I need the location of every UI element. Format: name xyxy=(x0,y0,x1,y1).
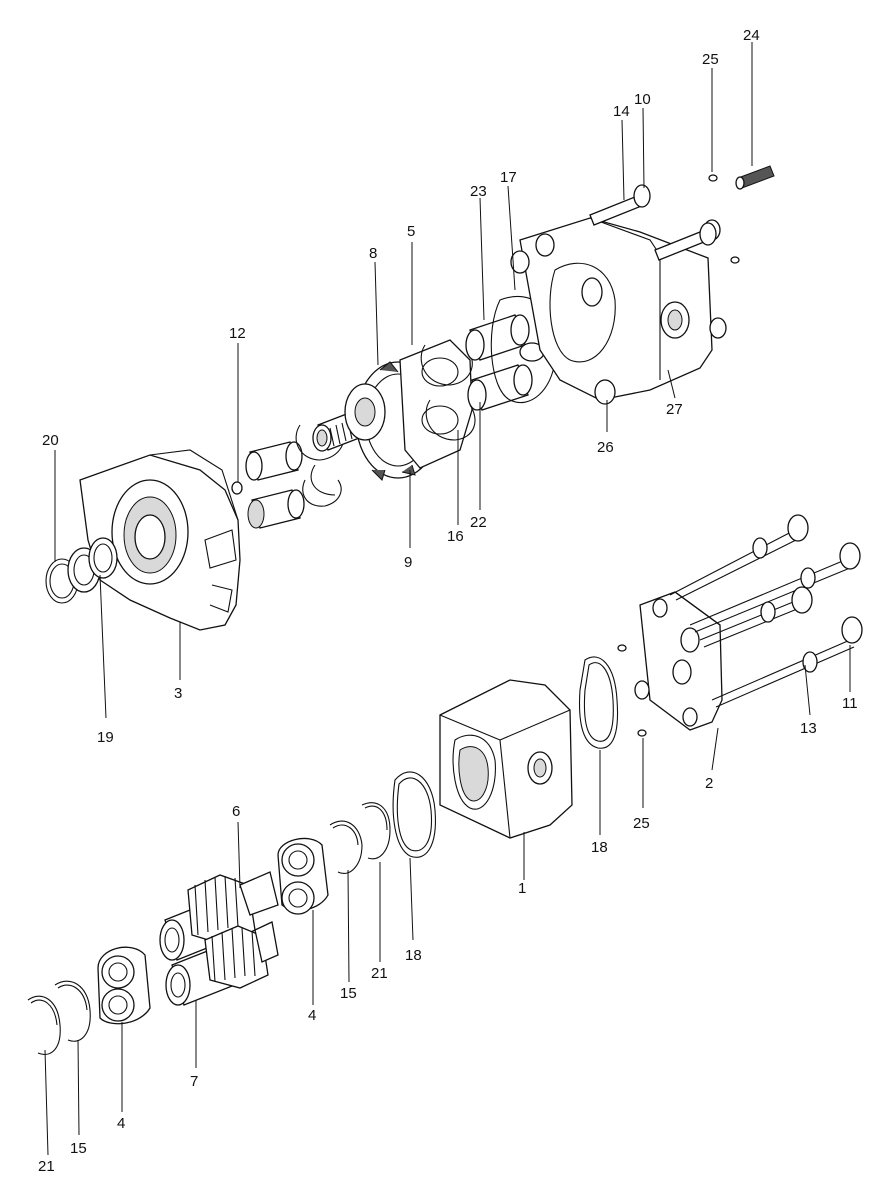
callout-9: 9 xyxy=(404,554,412,571)
callout-13: 13 xyxy=(800,720,817,737)
callout-16: 16 xyxy=(447,528,464,545)
pin-part-12 xyxy=(231,481,243,495)
bushings xyxy=(245,441,305,529)
plug-part-24 xyxy=(735,165,775,190)
callout-21: 21 xyxy=(371,965,388,982)
bushing-part-4-middle xyxy=(277,837,329,915)
callout-18: 18 xyxy=(405,947,422,964)
callout-10: 10 xyxy=(634,91,651,108)
callout-11: 11 xyxy=(842,695,858,712)
seals-parts-15-21-front xyxy=(27,980,91,1055)
callout-2: 2 xyxy=(705,775,713,792)
callout-24: 24 xyxy=(743,27,760,44)
callout-22: 22 xyxy=(470,514,487,531)
callout-labels: 1 2 3 4 4 5 6 7 8 9 10 11 12 13 14 15 15… xyxy=(38,27,858,1175)
callout-25: 25 xyxy=(633,815,650,832)
callout-17: 17 xyxy=(500,169,517,186)
callout-23: 23 xyxy=(470,183,487,200)
callout-4: 4 xyxy=(308,1007,316,1024)
bolts-parts-10-14 xyxy=(589,184,717,261)
callout-12: 12 xyxy=(229,325,246,342)
gasket-part-18-right xyxy=(579,656,619,749)
callout-26: 26 xyxy=(597,439,614,456)
callout-6: 6 xyxy=(232,803,240,820)
callout-5: 5 xyxy=(407,223,415,240)
cover-part-2 xyxy=(634,591,723,731)
callout-20: 20 xyxy=(42,432,59,449)
leader-lines xyxy=(44,42,851,1156)
callout-19: 19 xyxy=(97,729,114,746)
callout-18: 18 xyxy=(591,839,608,856)
body-part-1 xyxy=(439,679,573,839)
callout-3: 3 xyxy=(174,685,182,702)
gear-shafts-parts-6-7 xyxy=(159,871,279,1006)
bolts-parts-11-13 xyxy=(669,514,863,708)
gasket-part-17 xyxy=(490,295,557,404)
callout-15: 15 xyxy=(70,1140,87,1157)
seal-part-19 xyxy=(67,537,118,593)
callout-7: 7 xyxy=(190,1073,198,1090)
seals-parts-15-21-middle xyxy=(329,802,391,874)
callout-4: 4 xyxy=(117,1115,125,1132)
bushings-parts-22-23 xyxy=(465,314,533,411)
seal-part-16 xyxy=(420,344,476,441)
callout-25: 25 xyxy=(702,51,719,68)
gasket-part-18-left xyxy=(392,771,436,858)
callout-14: 14 xyxy=(613,103,630,120)
callout-8: 8 xyxy=(369,245,377,262)
mounting-flange-part-3 xyxy=(79,449,241,631)
plate-part-5 xyxy=(399,339,473,469)
callout-21: 21 xyxy=(38,1158,55,1175)
pin-part-25-upper xyxy=(708,174,740,264)
bushing-part-4-front xyxy=(97,946,151,1025)
callout-15: 15 xyxy=(340,985,357,1002)
callout-27: 27 xyxy=(666,401,683,418)
callout-1: 1 xyxy=(518,880,526,897)
pin-part-25-lower xyxy=(617,644,647,737)
